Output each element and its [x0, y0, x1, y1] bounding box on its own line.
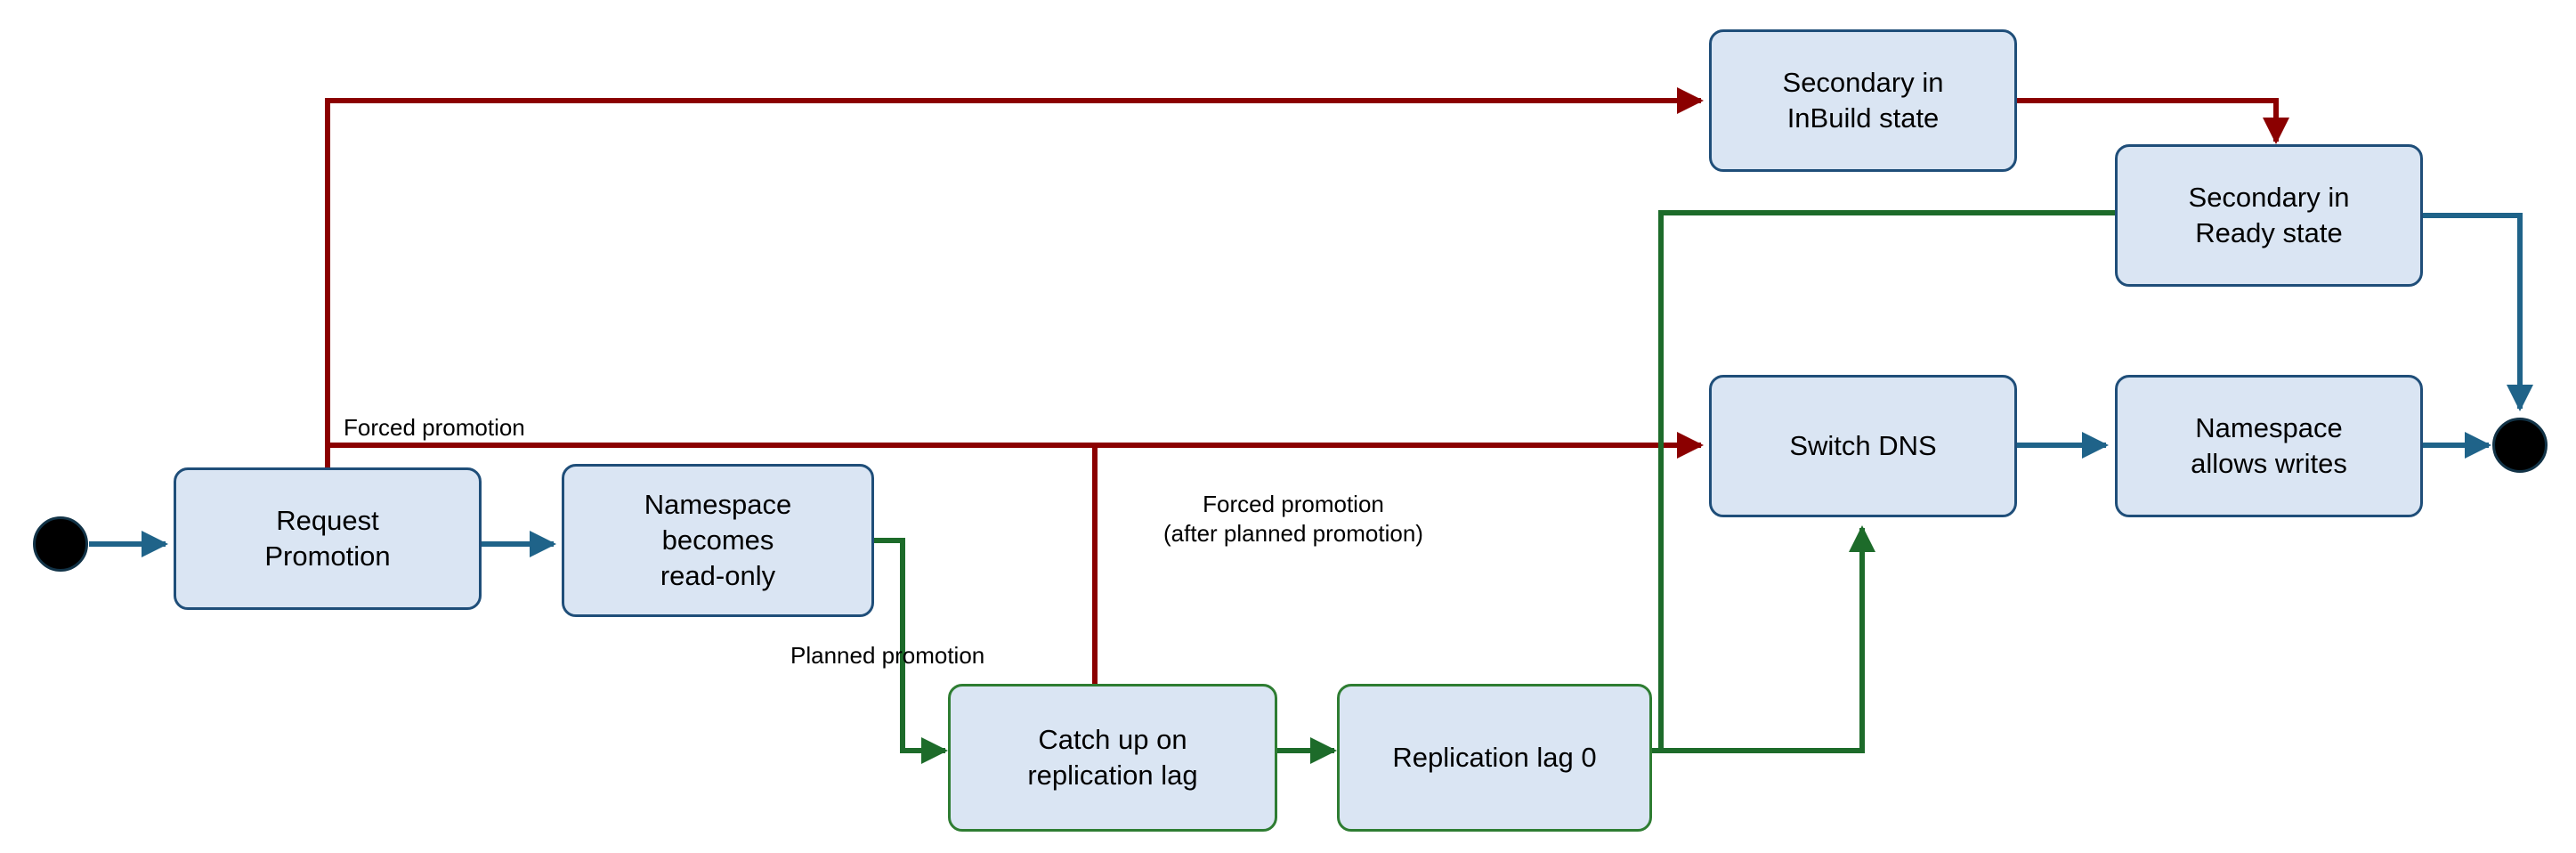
state-node-secondary-inbuild[interactable]: Secondary in InBuild state — [1709, 29, 2017, 172]
state-node-namespace-read-only[interactable]: Namespace becomes read-only — [562, 464, 874, 617]
edge-namespace-read-only-to-catch-up-lag — [874, 538, 948, 764]
state-node-secondary-ready[interactable]: Secondary in Ready state — [2115, 144, 2423, 287]
edge-request-promotion-to-secondary-inbuild — [325, 87, 1704, 467]
edge-secondary-ready-to-end — [2423, 213, 2533, 411]
edge-label-forced-promotion-after-planned: Forced promotion (after planned promotio… — [1163, 491, 1423, 547]
final-state-node — [2492, 418, 2548, 473]
edge-label-planned-promotion: Planned promotion — [790, 642, 985, 669]
edge-replication-lag-zero-to-switch-dns — [1651, 525, 1875, 753]
state-node-namespace-allows-writes[interactable]: Namespace allows writes — [2115, 375, 2423, 517]
state-node-replication-lag-zero[interactable]: Replication lag 0 — [1337, 684, 1652, 832]
state-node-request-promotion[interactable]: Request Promotion — [174, 467, 482, 610]
edge-secondary-inbuild-to-secondary-ready — [2017, 98, 2289, 144]
initial-state-node — [33, 516, 88, 572]
edge-label-forced-promotion: Forced promotion — [344, 414, 525, 441]
state-node-catch-up-replication-lag[interactable]: Catch up on replication lag — [948, 684, 1277, 832]
state-node-switch-dns[interactable]: Switch DNS — [1709, 375, 2017, 517]
